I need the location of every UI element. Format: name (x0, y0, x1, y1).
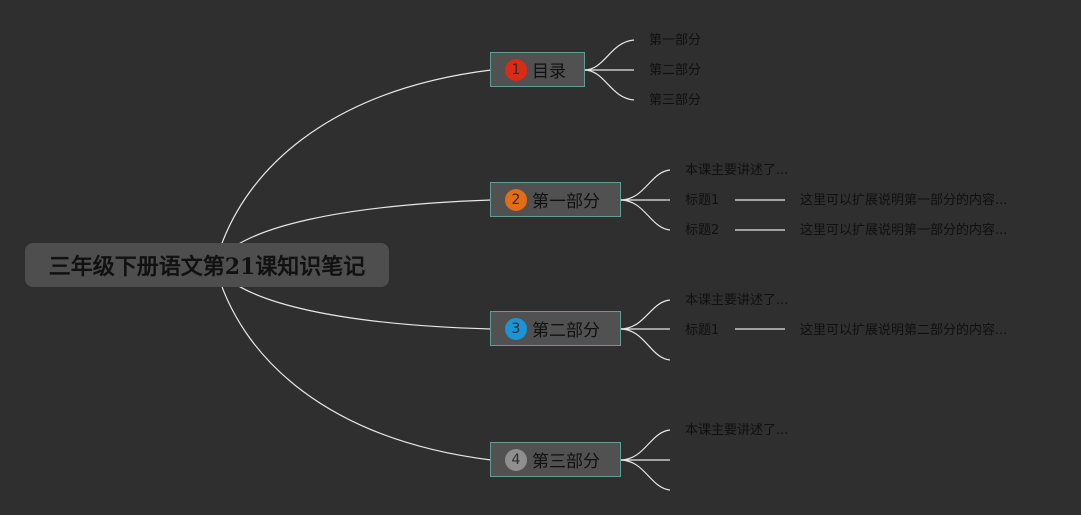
central-topic-label: 三年级下册语文第21课知识笔记 (48, 254, 366, 280)
leaf-node[interactable]: 第三部分 (649, 93, 702, 108)
branch-node-part-3[interactable]: 4 第三部分 (490, 442, 621, 477)
branch-node-contents[interactable]: 1 目录 (490, 52, 585, 87)
branch-label: 目录 (532, 62, 566, 82)
leaf-node[interactable]: 本课主要讲述了... (685, 423, 789, 438)
leaf-node[interactable]: 本课主要讲述了... (685, 293, 789, 308)
detail-node[interactable]: 这里可以扩展说明第一部分的内容... (800, 223, 1008, 238)
number-badge-2: 2 (505, 188, 527, 211)
leaf-node[interactable]: 第二部分 (649, 63, 702, 78)
leaf-node[interactable]: 本课主要讲述了... (685, 163, 789, 178)
branch-node-part-2[interactable]: 3 第二部分 (490, 311, 621, 346)
number-badge-3: 3 (505, 317, 527, 340)
leaf-node[interactable]: 标题1 (685, 193, 720, 208)
number-badge-4: 4 (505, 448, 527, 471)
leaf-node[interactable]: 标题2 (685, 223, 720, 238)
leaf-node[interactable]: 第一部分 (649, 33, 702, 48)
detail-node[interactable]: 这里可以扩展说明第二部分的内容... (800, 323, 1008, 338)
leaf-node[interactable]: 标题1 (685, 323, 720, 338)
detail-node[interactable]: 这里可以扩展说明第一部分的内容... (800, 193, 1008, 208)
branch-label: 第三部分 (532, 452, 600, 472)
number-badge-1: 1 (505, 58, 527, 81)
central-topic[interactable]: 三年级下册语文第21课知识笔记 (25, 243, 389, 287)
branch-label: 第一部分 (532, 192, 600, 212)
branch-label: 第二部分 (532, 321, 600, 341)
branch-node-part-1[interactable]: 2 第一部分 (490, 182, 621, 217)
